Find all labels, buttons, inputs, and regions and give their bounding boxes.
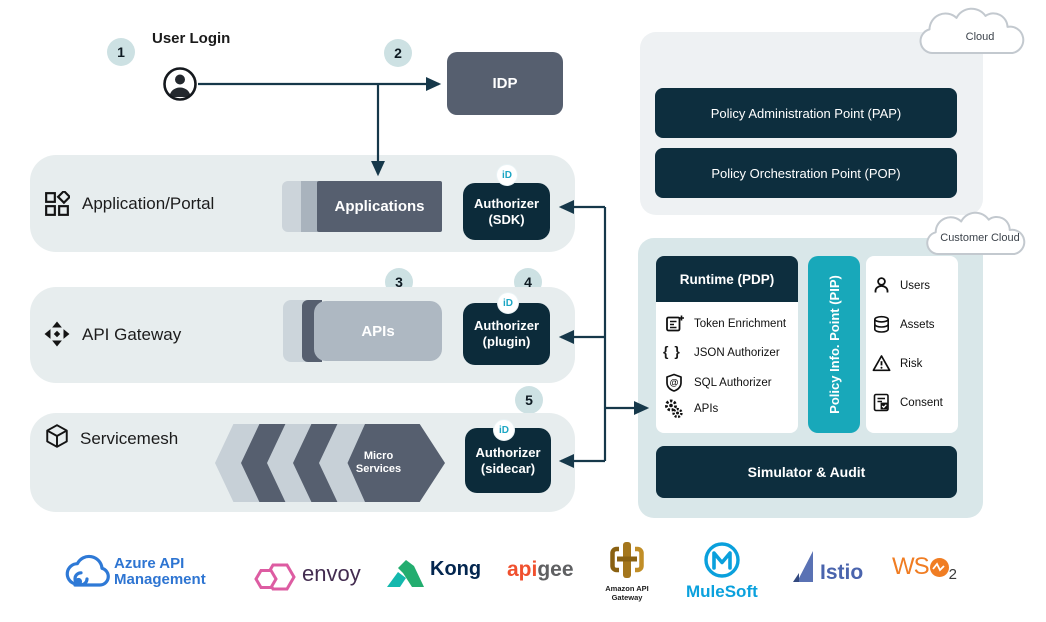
- users-icon: [874, 277, 889, 293]
- step-badge-2-label: 2: [394, 45, 402, 61]
- pip-label: Policy Info. Point (PIP): [826, 275, 842, 414]
- pip-box: Policy Info. Point (PIP): [808, 256, 860, 433]
- customer-cloud-shape: Customer Cloud: [926, 211, 1026, 255]
- runtime-item-sql-authorizer: SQL Authorizer: [694, 377, 772, 389]
- plainid-icon-sdk: iD: [497, 165, 517, 185]
- json-authorizer-icon: { }: [663, 343, 681, 359]
- step-badge-4-label: 4: [524, 274, 532, 290]
- wso2-logo-2: 2: [948, 566, 958, 583]
- wso2-logo-ws: WS: [892, 553, 930, 580]
- runtime-item-token-enrichment: Token Enrichment: [694, 318, 787, 330]
- kong-logo-text: Kong: [430, 558, 482, 580]
- pap-label: Policy Administration Point (PAP): [710, 105, 902, 121]
- user-icon: [163, 67, 197, 101]
- pop-label: Policy Orchestration Point (POP): [711, 165, 901, 181]
- authorizer-plugin-sub: (plugin): [482, 334, 531, 349]
- step-badge-5: 5: [515, 386, 543, 414]
- idp-label: IDP: [492, 75, 518, 92]
- applications-stack-back: [282, 181, 304, 232]
- apps-icon: [45, 191, 70, 216]
- step-badge-3-label: 3: [395, 274, 403, 290]
- applications-label: Applications: [334, 198, 425, 215]
- envoy-logo-text: envoy: [302, 561, 361, 586]
- wso2-logo-o-icon: [929, 557, 949, 577]
- api-gateway-icon: [44, 321, 70, 347]
- svg-text:@: @: [670, 378, 679, 388]
- row-label-servicemesh: Servicemesh: [80, 429, 179, 448]
- apis-label: APIs: [361, 322, 395, 340]
- authorizer-sdk-sub: (SDK): [488, 211, 525, 227]
- assets-icon: [874, 315, 889, 333]
- apigee-logo-api: api: [507, 558, 538, 581]
- istio-logo-text: Istio: [820, 561, 864, 584]
- azure-logo-text: Azure API Management: [114, 556, 206, 588]
- microservices-label-2: Services: [355, 463, 402, 475]
- token-enrichment-icon: [666, 315, 684, 332]
- pop-box: Policy Orchestration Point (POP): [655, 148, 957, 198]
- authorizer-sdk-box: Authorizer (SDK): [463, 183, 550, 240]
- runtime-item-json-authorizer: JSON Authorizer: [694, 347, 780, 359]
- azure-logo-icon: [65, 554, 110, 587]
- step-badge-5-label: 5: [525, 392, 533, 408]
- step-badge-1: 1: [107, 38, 135, 66]
- consent-icon: [873, 393, 889, 412]
- authorizer-plugin-box: Authorizer (plugin): [463, 303, 550, 365]
- entity-consent: Consent: [900, 397, 943, 409]
- mulesoft-logo-text: MuleSoft: [686, 582, 758, 601]
- sql-authorizer-icon: @: [666, 373, 682, 392]
- applications-box: Applications: [317, 181, 442, 232]
- risk-icon: [872, 355, 891, 372]
- amazon-logo-line2: Gateway: [611, 593, 643, 602]
- runtime-item-apis: APIs: [694, 403, 719, 415]
- envoy-logo-icon: [254, 563, 296, 591]
- kong-logo-icon: [387, 560, 424, 587]
- authorizer-sdk-label: Authorizer: [474, 195, 539, 211]
- cloud-shape: Cloud: [919, 7, 1025, 54]
- runtime-pdp-header: Runtime (PDP): [656, 256, 798, 302]
- plainid-icon-plugin: iD: [498, 293, 518, 313]
- customer-cloud-label: Customer Cloud: [940, 232, 1019, 244]
- wso2-logo: WS 2: [892, 553, 958, 583]
- plainid-icon-sidecar: iD: [494, 420, 514, 440]
- amazon-logo-line1: Amazon API: [605, 584, 649, 593]
- entity-assets: Assets: [900, 319, 935, 331]
- idp-box: IDP: [447, 52, 563, 115]
- authorizer-sidecar-label: Authorizer: [475, 444, 541, 460]
- pap-box: Policy Administration Point (PAP): [655, 88, 957, 138]
- apigee-logo-text: apigee: [507, 558, 574, 582]
- apis-gears-icon: [665, 399, 683, 419]
- authorizer-sidecar-sub: (sidecar): [480, 460, 536, 476]
- simulator-audit-box: Simulator & Audit: [656, 446, 957, 498]
- entity-risk: Risk: [900, 358, 923, 370]
- servicemesh-icon: [46, 424, 68, 448]
- azure-logo-line1: Azure API: [114, 555, 185, 572]
- step-badge-1-label: 1: [117, 44, 125, 60]
- applications-stack-mid: [301, 181, 318, 232]
- amazon-api-gateway-text: Amazon API Gateway: [597, 584, 657, 602]
- microservices-label-1: Micro: [363, 450, 394, 462]
- amazon-api-gateway-icon: [610, 542, 644, 578]
- row-label-api-gateway: API Gateway: [82, 325, 182, 344]
- user-login-label: User Login: [152, 30, 231, 47]
- runtime-pdp-title: Runtime (PDP): [679, 271, 775, 287]
- azure-logo-line2: Management: [114, 571, 206, 588]
- mulesoft-logo-icon: [704, 542, 740, 578]
- authorizer-plugin-label: Authorizer: [474, 318, 539, 333]
- step-badge-2: 2: [384, 39, 412, 67]
- cloud-label: Cloud: [966, 31, 995, 43]
- simulator-audit-label: Simulator & Audit: [747, 464, 866, 480]
- entity-users: Users: [900, 280, 931, 292]
- row-label-application-portal: Application/Portal: [82, 194, 215, 213]
- apis-box: APIs: [314, 301, 442, 361]
- apigee-logo-gee: gee: [537, 558, 574, 581]
- istio-logo-icon: [793, 551, 813, 582]
